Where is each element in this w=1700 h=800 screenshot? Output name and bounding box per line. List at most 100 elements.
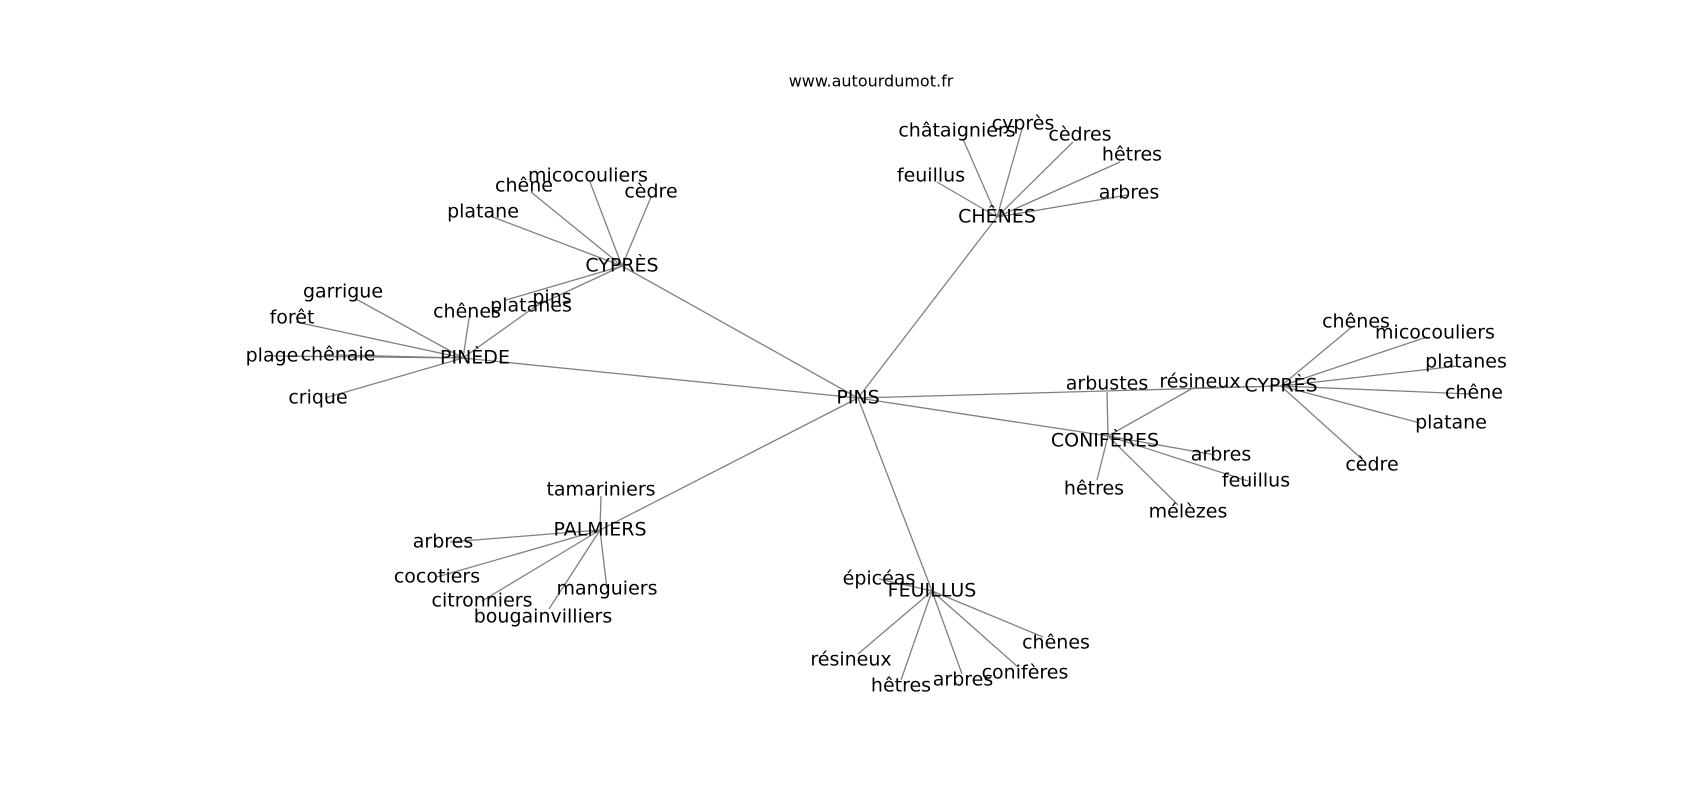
edge-coniferes_hub-co_feuillus [1107,435,1249,482]
edge-feuillus_hub-fe_coniferes [931,590,1019,668]
node-c2-platane: platane [1415,412,1487,434]
node-pins: PINS [836,387,879,409]
node-pa-manguiers: manguiers [557,578,658,600]
node-c1-chene: chêne [495,175,553,197]
edge-pinede-pd_chenes [462,311,471,359]
edge-feuillus_hub-fe_hetres [900,590,933,681]
node-coniferes-hub: CONIFÈRES [1051,429,1159,452]
node-co-resineux: résineux [1159,371,1240,393]
edge-pinede-pd_crique [324,357,464,399]
edge-pins-palmiers [599,397,859,531]
edge-chenes_hub-ch_arbres [996,194,1129,218]
node-fe-epiceas: épicéas [843,568,916,590]
edge-cypres_hub1-c1_platane [489,215,623,267]
edge-coniferes_hub-co_resineux [1107,387,1194,437]
graph-node-labels: PINS CHÊNES CYPRÈS PINÈDE PALMIERS FEUILLUS CO… [246,113,1507,697]
edge-chenes_hub-ch_cedres [996,141,1074,218]
edge-coniferes_hub-co_melezes [1107,435,1179,506]
node-ch-arbres: arbres [1099,182,1160,204]
node-fe-chenes: chênes [1022,632,1090,654]
edge-chenes_hub-ch_feuillus [936,181,998,218]
node-ch-feuillus: feuillus [897,165,965,187]
edge-chenes_hub-ch_cypres [996,128,1023,218]
node-c1-platanes: platanes [490,295,572,317]
node-co-melezes: mélèzes [1149,501,1228,523]
edge-pins-chenes_hub [857,216,998,399]
node-c2-micocouliers: micocouliers [1375,322,1495,344]
node-co-feuillus: feuillus [1222,470,1290,492]
edge-pinede-c1_platanes [462,305,537,359]
edge-cypres_hub2-c2_platanes [1280,365,1459,387]
node-cypres-hub2: CYPRÈS [1244,374,1317,397]
edge-cypres_hub2-c2_chene [1280,385,1471,395]
edge-cypres_hub2-c2_cedre [1280,385,1364,461]
node-co-hetres: hêtres [1064,478,1124,500]
edge-feuillus_hub-fe_resineux [857,590,933,655]
node-c2-chene: chêne [1445,382,1503,404]
node-pd-plage: plage [246,345,299,367]
node-pd-garrigue: garrigue [303,281,383,303]
node-pa-tamariniers: tamariniers [546,479,655,501]
edge-cypres_hub1-c1_chene [530,191,623,267]
node-pa-cocotiers: cocotiers [394,566,480,588]
node-c1-cedre: cèdre [624,181,677,203]
node-c2-chenes: chênes [1322,311,1390,333]
node-co-arbres: arbres [1191,444,1252,466]
edge-palmiers-pa_citronniers [481,529,601,602]
node-c1-micocouliers: micocouliers [528,165,648,187]
node-pa-citronniers: citronniers [432,590,533,612]
node-feuillus-hub: FEUILLUS [888,580,977,602]
edge-feuillus_hub-fe_epiceas [878,578,933,592]
node-pinede: PINÈDE [440,346,510,369]
edge-pins-feuillus_hub [857,397,933,592]
edge-palmiers-pa_arbres [449,529,601,543]
node-fe-arbres: arbres [933,669,994,691]
node-ch-chataigniers: châtaigniers [898,120,1015,142]
edge-pins-coniferes_hub [857,397,1109,437]
edge-cypres_hub1-c1_platanes [535,265,623,307]
node-pa-arbres: arbres [413,531,474,553]
node-ch-cypres: cyprès [992,113,1055,135]
edge-palmiers-pa_manguiers [599,529,608,590]
node-fe-coniferes: conifères [982,662,1069,684]
node-pd-chenaie: chênaie [301,344,376,366]
edge-cypres_hub2-c2_chenes [1280,325,1354,387]
edge-cypres_hub2-co_resineux [1192,385,1282,389]
edge-pinede-pd_garrigue [355,298,464,359]
node-c1-platane: platane [447,201,519,223]
edge-coniferes_hub-co_hetres [1096,435,1109,481]
edge-chenes_hub-ch_hetres [996,161,1121,218]
edge-pins-pinede [462,357,859,399]
node-cypres-hub1: CYPRÈS [585,254,658,277]
node-c1-pins: pins [532,287,571,309]
node-pd-crique: crique [288,387,347,409]
edge-coniferes_hub-co_arbres [1107,435,1216,456]
node-chenes-hub: CHÊNES [958,205,1036,228]
edge-cypres_hub2-c2_micocouliers [1280,336,1428,387]
node-ch-hetres: hêtres [1102,144,1162,166]
node-pd-chenes: chênes [433,301,501,323]
edge-cypres_hub1-c1_cedre [621,196,652,267]
edge-pinede-pd_foret [295,321,464,359]
site-credit: www.autourdumot.fr [789,72,954,91]
edge-pinede-pd_chenaie [337,354,464,359]
edge-feuillus_hub-fe_chenes [931,590,1044,638]
edge-cypres_hub2-c2_platane [1280,385,1421,424]
edge-palmiers-pa_cocotiers [436,529,601,578]
edge-feuillus_hub-fe_arbres [931,590,963,675]
graph-edges [271,128,1471,681]
node-pd-foret: forêt [270,307,315,329]
node-palmiers: PALMIERS [553,519,646,541]
node-fe-resineux: résineux [810,649,891,671]
node-pa-bougainvilliers: bougainvilliers [474,606,613,628]
node-c2-cedre: cèdre [1345,454,1398,476]
edge-chenes_hub-ch_chataigniers [962,138,998,218]
node-c2-platanes: platanes [1425,351,1507,373]
edge-coniferes_hub-co_arbustes [1106,391,1109,437]
edge-cypres_hub1-c1_pins [505,265,623,301]
node-fe-hetres: hêtres [871,675,931,697]
edge-pins-cypres_hub1 [621,265,859,399]
node-co-arbustes: arbustes [1066,373,1149,395]
node-ch-cedres: cèdres [1048,124,1111,146]
